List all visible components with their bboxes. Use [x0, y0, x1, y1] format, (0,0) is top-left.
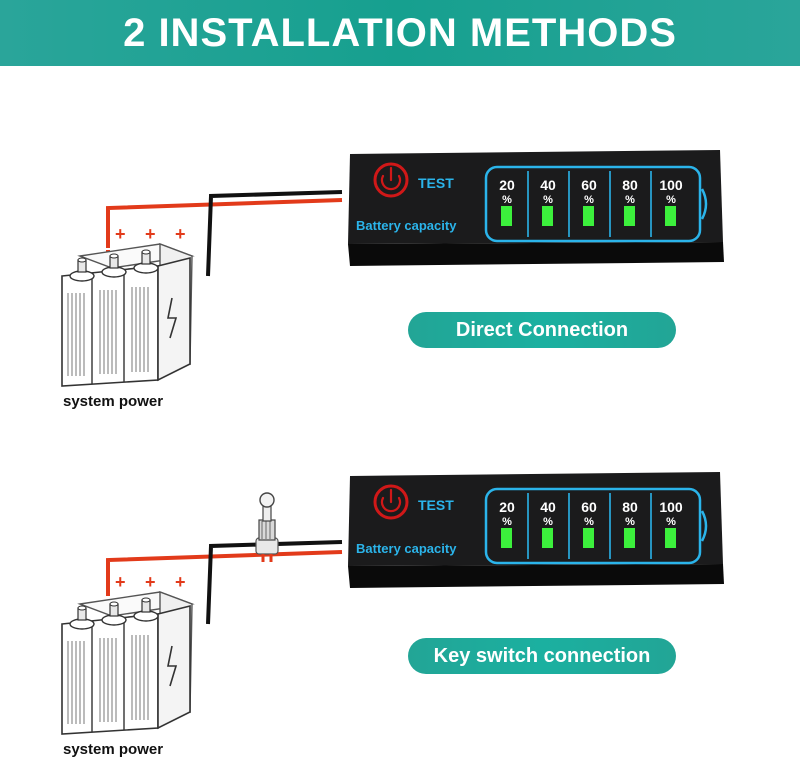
level-label-100: 100: [659, 499, 683, 515]
level-label-20: 20: [499, 177, 515, 193]
percent-sign: %: [666, 516, 676, 528]
level-label-40: 40: [540, 177, 556, 193]
direct-connection-label: Direct Connection: [408, 312, 676, 348]
percent-sign: %: [584, 516, 594, 528]
plus-sign: +: [145, 224, 156, 244]
level-label-20: 20: [499, 499, 515, 515]
percent-sign: %: [625, 194, 635, 206]
percent-sign: %: [584, 194, 594, 206]
level-label-100: 100: [659, 177, 683, 193]
level-label-40: 40: [540, 499, 556, 515]
percent-sign: %: [543, 194, 553, 206]
battery-meter-2: TEST Battery capacity 20 40 60 80 100 % …: [346, 470, 725, 588]
test-label: TEST: [418, 497, 454, 513]
plus-sign: +: [115, 572, 126, 592]
system-power-caption: system power: [63, 393, 164, 410]
system-power-caption: system power: [63, 741, 164, 758]
percent-sign: %: [543, 516, 553, 528]
capacity-label: Battery capacity: [356, 218, 457, 233]
level-label-60: 60: [581, 177, 597, 193]
percent-sign: %: [625, 516, 635, 528]
installation-diagram: + + + TEST Battery capacity 20 40 60 80 …: [61, 148, 725, 735]
page-title: 2 INSTALLATION METHODS: [123, 11, 677, 55]
battery-meter-1: TEST Battery capacity 20 40 60 80 100 % …: [346, 148, 725, 266]
level-label-80: 80: [622, 177, 638, 193]
battery-pack-2: [61, 591, 193, 735]
level-label-60: 60: [581, 499, 597, 515]
percent-sign: %: [502, 194, 512, 206]
header-banner: [0, 0, 800, 66]
test-label: TEST: [418, 175, 454, 191]
level-label-80: 80: [622, 499, 638, 515]
percent-sign: %: [502, 516, 512, 528]
plus-sign: +: [175, 572, 186, 592]
battery-pack-1: [61, 243, 193, 387]
plus-sign: +: [145, 572, 156, 592]
battery-terminals-1: + + +: [115, 224, 186, 244]
plus-sign: +: [115, 224, 126, 244]
plus-sign: +: [175, 224, 186, 244]
capacity-label: Battery capacity: [356, 541, 457, 556]
battery-terminals-2: + + +: [115, 572, 186, 592]
key-switch-icon: [255, 492, 279, 562]
percent-sign: %: [666, 194, 676, 206]
key-switch-connection-label: Key switch connection: [408, 638, 676, 674]
